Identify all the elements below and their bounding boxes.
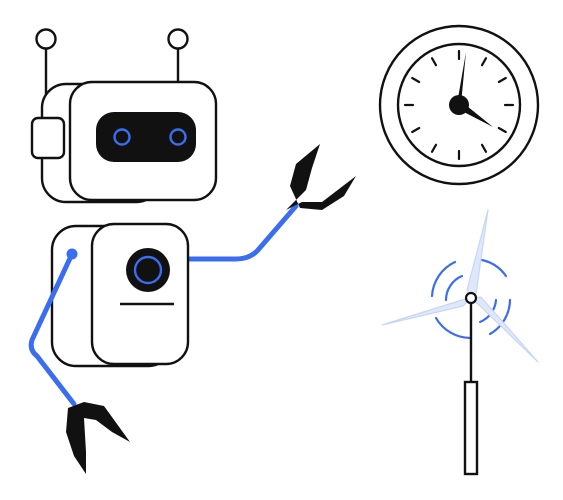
arm-left-joint [66,248,78,260]
gripper-left [66,402,130,474]
gripper-right [286,144,356,210]
body-button-ring [133,255,163,285]
body-button [126,248,170,292]
antenna-left-ball [35,28,57,50]
turbine-motion-rings [430,258,512,340]
robot-arm-right [183,144,356,262]
clock-hour-mark [497,126,507,134]
ring-arc-5 [444,274,464,302]
ring-arc-2 [434,316,472,340]
ring-arc-3 [488,298,512,336]
clock-hour-mark [411,126,421,134]
clock-icon [378,24,540,186]
ear-module [30,116,66,160]
blade-left [381,297,472,326]
robot-arm-left [28,248,130,474]
arm-right-cable [183,203,299,262]
clock-hour-mark [480,143,488,153]
blade-up [466,209,489,299]
ring-arc-4 [480,258,508,278]
arm-left-cable [28,251,77,407]
body-front-shell [90,222,190,366]
clock-hour-mark [430,143,438,153]
clock-center [449,95,469,115]
ring-arc-1 [430,260,457,298]
turbine-blades [381,209,539,363]
eye-right [169,128,187,146]
eye-left [113,128,131,146]
clock-hour-marks [403,49,515,161]
clock-hour-mark [480,57,488,67]
clock-hour-mark [497,76,507,84]
antenna-right-ball [167,28,189,50]
robot-icon [28,28,356,474]
visor [96,112,196,162]
blade-right [470,296,539,363]
wind-turbine-icon [381,209,539,476]
turbine-hub [464,291,478,305]
robot-body [50,222,190,368]
robot-head [30,80,218,204]
clock-minute-hand [457,52,466,104]
clock-hour-mark [411,76,421,84]
clock-hour-mark [430,57,438,67]
turbine-tower-base [463,380,479,476]
